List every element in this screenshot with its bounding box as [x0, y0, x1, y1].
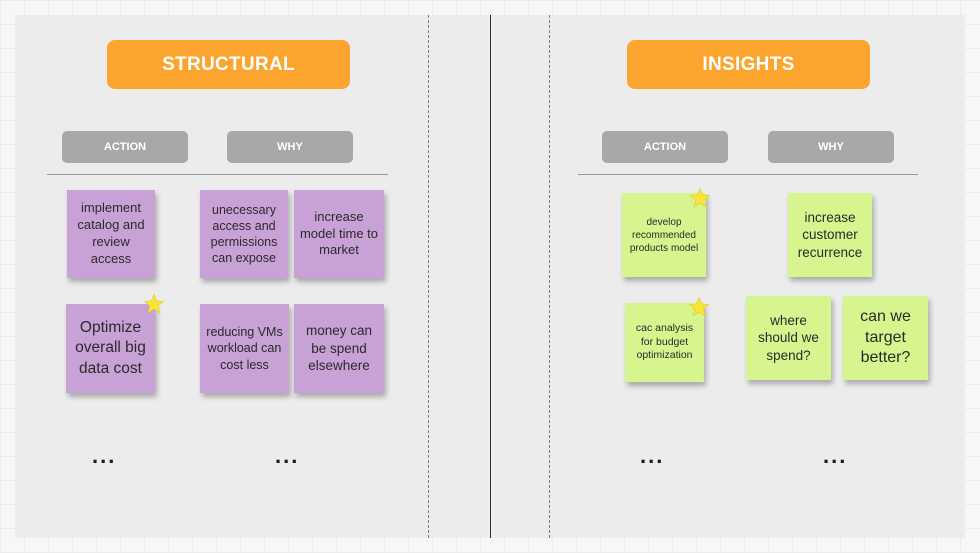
sticky-note[interactable]: money can be spend elsewhere [294, 304, 384, 393]
insights-board[interactable] [492, 15, 965, 538]
insights-dashed-divider [549, 15, 550, 538]
more-actions-indicator: ... [92, 443, 117, 468]
more-actions-indicator: ... [640, 443, 665, 468]
more-why-indicator: ... [275, 443, 300, 468]
insights-action-header[interactable]: ACTION [602, 131, 728, 163]
star-icon [143, 293, 165, 314]
insights-header-rule [578, 174, 918, 175]
structural-action-header[interactable]: ACTION [62, 131, 188, 163]
structural-title[interactable]: STRUCTURAL [107, 40, 350, 89]
sticky-note[interactable]: reducing VMs workload can cost less [200, 304, 289, 393]
sticky-note[interactable]: increase model time to market [294, 190, 384, 278]
star-icon [689, 187, 711, 208]
sticky-note[interactable]: cac analysis for budget optimization [625, 303, 704, 382]
sticky-note[interactable]: develop recommended products model [622, 193, 706, 277]
board-separator [489, 15, 491, 538]
structural-header-rule [47, 174, 388, 175]
sticky-note[interactable]: implement catalog and review access [67, 190, 155, 278]
sticky-note[interactable]: where should we spend? [746, 296, 831, 380]
insights-why-header[interactable]: WHY [768, 131, 894, 163]
sticky-note[interactable]: increase customer recurrence [788, 193, 872, 277]
structural-why-header[interactable]: WHY [227, 131, 353, 163]
more-why-indicator: ... [823, 443, 848, 468]
structural-dashed-divider [428, 15, 429, 538]
sticky-note[interactable]: Optimize overall big data cost [66, 304, 155, 393]
sticky-note[interactable]: can we target better? [843, 296, 928, 380]
sticky-note[interactable]: unecessary access and permissions can ex… [200, 190, 288, 278]
insights-title[interactable]: INSIGHTS [627, 40, 870, 89]
star-icon [688, 296, 710, 317]
